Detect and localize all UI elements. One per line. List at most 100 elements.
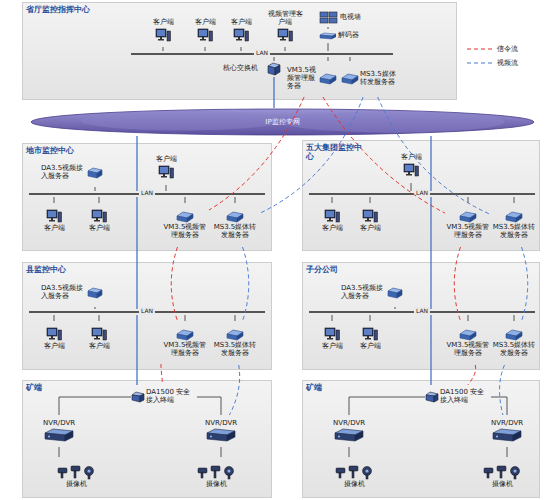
device-label: 电视墙 — [340, 14, 375, 22]
device-label: DA3.5视频接入服务器 — [41, 285, 86, 301]
client-icon — [362, 326, 378, 342]
connector — [185, 197, 186, 203]
connector — [323, 97, 445, 213]
connector — [59, 397, 131, 415]
device-icon — [324, 326, 340, 342]
connector — [161, 364, 163, 385]
connector — [273, 77, 274, 108]
device-icon — [403, 162, 419, 178]
device-icon — [91, 326, 107, 342]
camera-icon — [482, 464, 522, 480]
decoder-node: 解码器 — [319, 29, 371, 43]
device-icon — [277, 27, 293, 43]
device-icon — [46, 208, 62, 224]
connector — [500, 365, 505, 415]
tv-wall-node: 电视墙 — [319, 9, 375, 27]
device-label: 摄像机 — [206, 481, 227, 489]
server-node: VM3.5视频管理服务器 — [445, 321, 491, 365]
region-band: 矿端DA1500 安全接入终端NVR/DVRNVR/DVR摄像机摄像机 — [302, 380, 540, 498]
device-label: VM3.5视频管理服务器 — [445, 224, 491, 240]
region-heading: 矿端 — [26, 383, 42, 392]
device-icon — [233, 27, 249, 43]
server-icon — [226, 211, 244, 223]
connector — [514, 197, 515, 203]
region-heading: 矿端 — [306, 383, 322, 392]
connector — [163, 47, 164, 51]
region-heading: 省厅监控指挥中心 — [26, 5, 90, 14]
client-node: 客户端 — [357, 203, 383, 237]
camera-icon — [196, 464, 236, 480]
region-band: 地市监控中心DA3.5视频接入服务器客户端LAN客户端客户端VM3.5视频管理服… — [22, 143, 272, 251]
device-label: VM3.5视频管理服务器 — [445, 342, 491, 358]
connector — [328, 57, 329, 61]
connector — [166, 185, 167, 191]
access-server-node: DA3.5视频接入服务器 — [41, 279, 103, 307]
device-label: 客户端 — [231, 19, 252, 27]
connector — [491, 397, 507, 415]
connector — [332, 197, 333, 203]
server-icon — [505, 329, 523, 341]
connector — [274, 57, 275, 61]
connector — [259, 97, 363, 214]
device-icon — [131, 391, 145, 403]
connector — [221, 447, 222, 457]
nvr-icon — [44, 428, 74, 442]
client-node: 客户端 — [86, 321, 112, 355]
server-icon — [341, 73, 359, 85]
server-icon — [176, 211, 194, 223]
connector — [243, 247, 249, 321]
device-label: NVR/DVR — [491, 420, 523, 428]
client-icon — [324, 326, 340, 342]
cloud-label: IP监控专网 — [30, 117, 535, 127]
connector — [54, 197, 55, 203]
connector — [136, 136, 137, 191]
gateway-icon — [425, 391, 439, 403]
device-label: 摄像机 — [66, 481, 87, 489]
access-server-node: DA3.5视频接入服务器 — [41, 159, 103, 187]
device-label: DA3.5视频接入服务器 — [341, 285, 386, 301]
lan-bus: LAN — [29, 191, 265, 197]
device-icon — [319, 32, 337, 40]
device-label: MS3.5媒体转发服务器 — [491, 342, 537, 358]
lan-bus: LAN — [131, 51, 393, 57]
device-icon — [206, 428, 236, 442]
region-heading: 县监控中心 — [26, 265, 66, 274]
device-label: VM3.5视频管理服务器 — [161, 342, 209, 358]
server-icon — [176, 329, 194, 341]
legend-line — [466, 60, 494, 66]
nvr-icon — [206, 428, 236, 442]
server-node: MS3.5媒体转发服务器 — [491, 321, 537, 365]
connector — [197, 397, 221, 415]
region-band: 矿端DA1500 安全接入终端NVR/DVRNVR/DVR摄像机摄像机 — [22, 380, 272, 498]
legend-label: 视频流 — [497, 58, 518, 68]
client-icon — [277, 27, 293, 43]
device-label: 视频管理客户端 — [265, 11, 305, 27]
connector — [514, 315, 515, 321]
lan-bus: LAN — [309, 309, 535, 315]
device-icon — [482, 464, 522, 480]
connector — [205, 47, 206, 51]
server-icon — [459, 211, 477, 223]
lan-bus: LAN — [29, 309, 265, 315]
device-label: 客户端 — [360, 343, 381, 351]
connector — [349, 397, 425, 415]
device-label: 客户端 — [153, 19, 174, 27]
device-icon — [176, 329, 194, 341]
device-icon — [334, 428, 364, 442]
camera-node: 摄像机 — [41, 457, 111, 495]
client-icon — [158, 164, 174, 180]
connector — [285, 47, 286, 51]
network-cloud: IP监控专网 — [30, 108, 535, 136]
client-icon — [91, 208, 107, 224]
connector — [136, 197, 137, 309]
camera-node: 摄像机 — [319, 457, 389, 495]
connector — [349, 447, 350, 457]
client-node: 客户端 — [151, 151, 181, 185]
connector — [99, 197, 100, 203]
server-icon — [505, 211, 523, 223]
lan-label: LAN — [139, 307, 155, 315]
device-icon — [87, 287, 103, 299]
connector — [171, 247, 177, 321]
device-label: MS3.5媒体转发服务器 — [211, 224, 259, 240]
